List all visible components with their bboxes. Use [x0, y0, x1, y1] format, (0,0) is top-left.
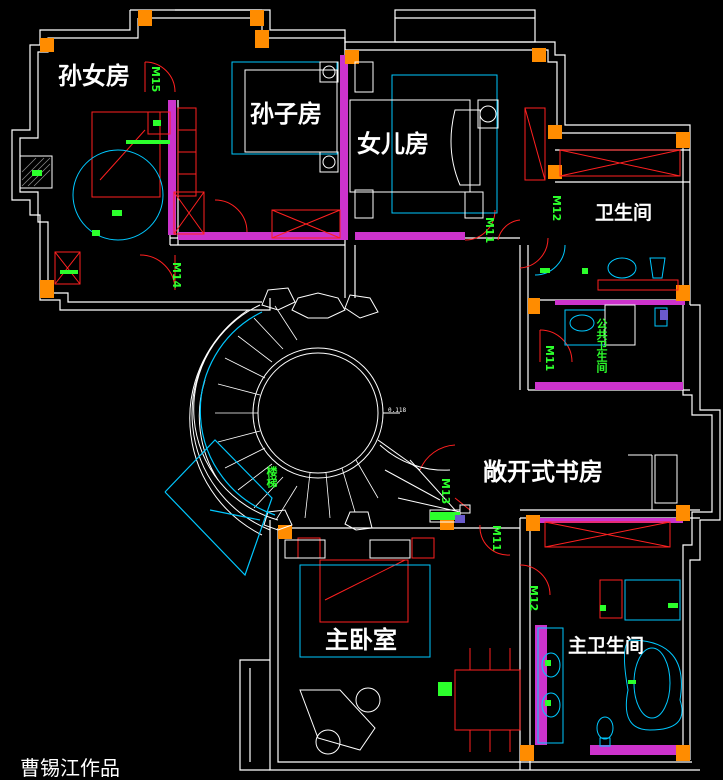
room-label-public-bath: 公共卫生间	[595, 318, 608, 373]
room-label-daughter: 女儿房	[357, 130, 429, 158]
room-label-master-bath: 主卫生间	[568, 635, 645, 657]
door-tag-m11-b: M11	[543, 345, 556, 372]
door-tag-m11-c: M11	[490, 525, 503, 552]
door-tag-m14: M14	[170, 262, 183, 289]
green-markers	[32, 120, 678, 706]
door-tag-m11-a: M11	[483, 217, 496, 244]
room-label-open-study: 敞开式书房	[483, 458, 603, 486]
spiral-stair	[189, 287, 461, 536]
door-tag-m15: M15	[149, 66, 162, 93]
door-tag-m12-a: M12	[550, 195, 563, 222]
room-label-grandson: 孙子房	[250, 100, 322, 128]
room-label-stair: 楼梯	[265, 466, 278, 488]
furniture	[54, 61, 681, 752]
room-label-granddaughter: 孙女房	[58, 62, 130, 90]
author-credit: 曹锡江作品	[20, 756, 120, 780]
white-furniture	[19, 61, 678, 755]
columns	[40, 10, 690, 761]
door-tag-m12-b: M12	[527, 585, 540, 612]
stair-treads	[215, 305, 379, 521]
door-tag-m13: M13	[439, 478, 452, 505]
room-label-master-bedroom: 主卧室	[325, 626, 397, 654]
purple-accents	[455, 310, 668, 523]
room-label-bathroom: 卫生间	[595, 202, 653, 224]
stair-edge	[164, 311, 276, 577]
stair-dim-label: 0.118	[388, 407, 406, 414]
